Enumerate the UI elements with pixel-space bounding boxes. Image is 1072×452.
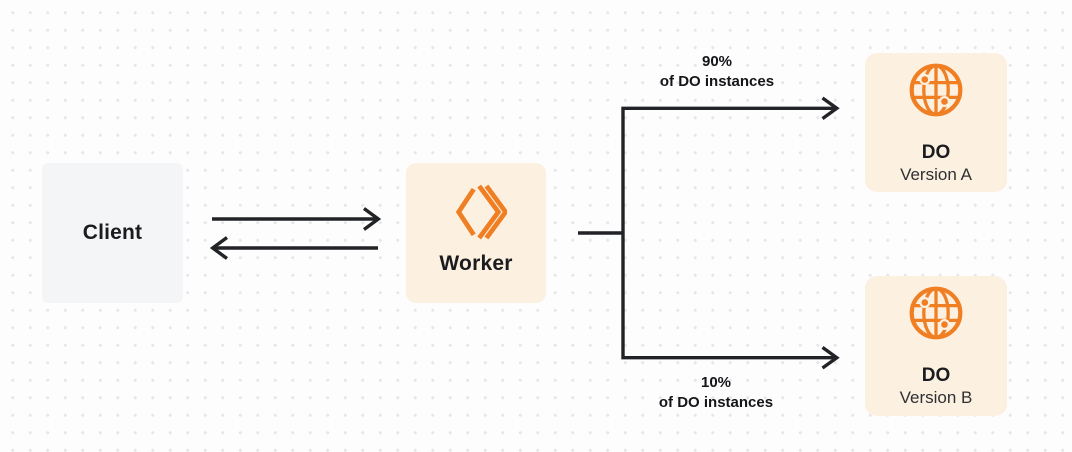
arrowhead-branch-b-icon bbox=[821, 346, 840, 370]
arrowhead-left-icon bbox=[209, 236, 229, 260]
worker-node: Worker bbox=[406, 163, 546, 303]
do-version-a-node: DO Version A bbox=[865, 53, 1007, 192]
client-label: Client bbox=[82, 221, 143, 244]
branch-b-label: 10% of DO instances bbox=[615, 373, 817, 413]
workers-chevrons-icon bbox=[445, 180, 507, 244]
arrowhead-branch-a-icon bbox=[821, 96, 840, 120]
do-a-subtitle: Version A bbox=[900, 165, 972, 184]
client-node: Client bbox=[42, 163, 183, 303]
branch-a-elbow bbox=[621, 106, 836, 233]
do-version-b-node: DO Version B bbox=[865, 276, 1007, 416]
branch-a-caption: of DO instances bbox=[659, 73, 775, 90]
worker-label: Worker bbox=[439, 252, 513, 275]
arrowhead-right-icon bbox=[362, 207, 382, 231]
globe-icon bbox=[908, 62, 964, 118]
do-b-title: DO bbox=[921, 365, 951, 386]
do-b-subtitle: Version B bbox=[899, 388, 973, 407]
branch-b-percent: 10% bbox=[700, 374, 732, 391]
do-a-title: DO bbox=[921, 142, 951, 163]
branch-a-percent: 90% bbox=[701, 53, 733, 70]
branch-b-caption: of DO instances bbox=[658, 394, 774, 411]
branch-a-label: 90% of DO instances bbox=[616, 52, 818, 92]
globe-icon bbox=[908, 285, 964, 341]
branch-b-elbow bbox=[621, 233, 836, 360]
